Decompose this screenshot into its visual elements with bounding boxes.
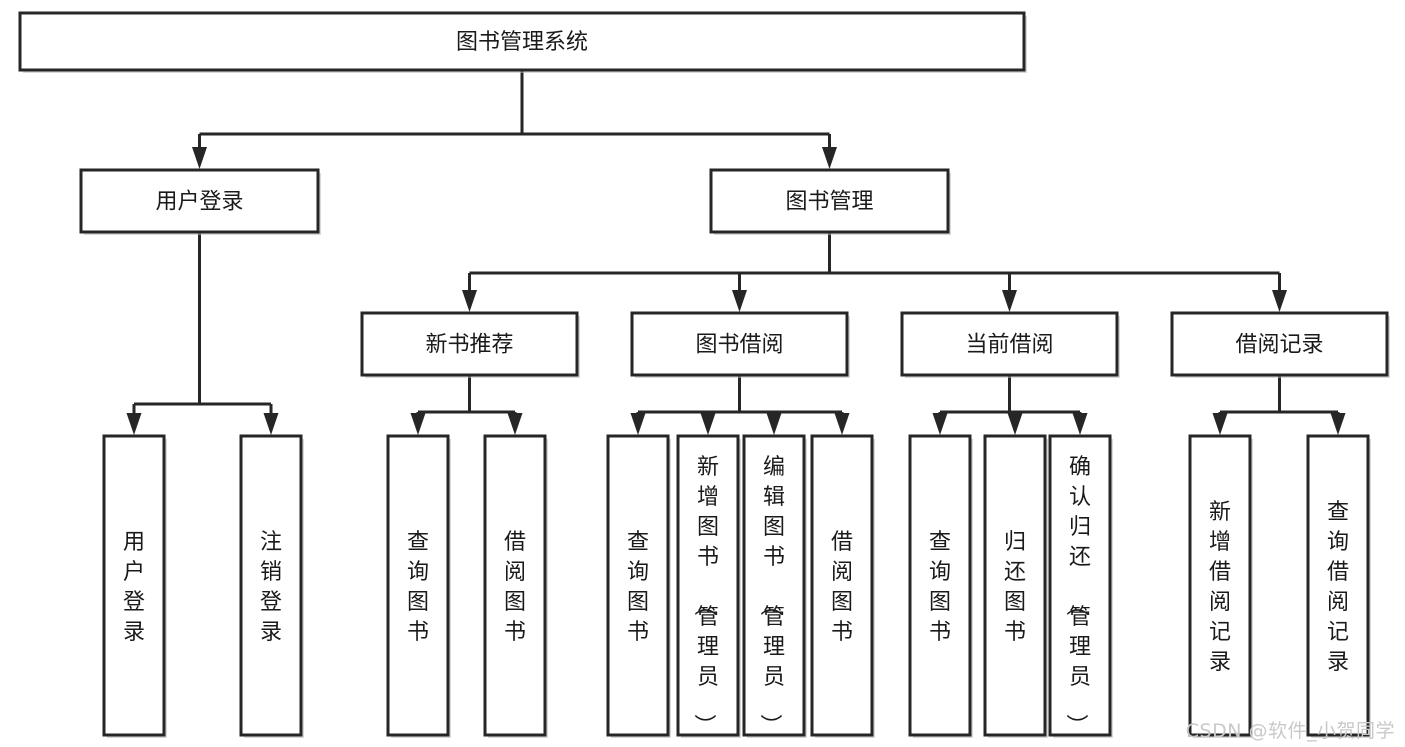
node-rect-leaf[interactable]	[606, 434, 670, 737]
node-rect-leaf[interactable]	[810, 434, 874, 737]
node-label: 查询图书	[407, 530, 429, 645]
node-rect-leaf[interactable]	[239, 434, 303, 737]
node-label: 用户登录	[155, 190, 243, 215]
node-rect-leaf[interactable]	[386, 434, 450, 737]
arrow-head-icon	[822, 147, 837, 169]
node-label: 当前借阅	[965, 333, 1053, 358]
node-rect-submodule[interactable]	[360, 311, 579, 377]
node-leaf-add-record[interactable]: 新增借阅记录	[1188, 434, 1253, 738]
node-rect-leaf[interactable]	[676, 434, 740, 737]
node-leaf-return-book[interactable]: 归还图书	[983, 434, 1048, 738]
arrow-head-icon	[1272, 290, 1287, 312]
node-rect-leaf[interactable]	[102, 434, 166, 737]
node-user-login[interactable]: 用户登录	[79, 168, 321, 235]
node-rect-submodule[interactable]	[1170, 311, 1389, 377]
arrow-head-icon	[126, 413, 142, 435]
node-current-borrow[interactable]: 当前借阅	[900, 311, 1120, 378]
node-rect-leaf[interactable]	[1188, 434, 1252, 737]
node-new-book-recommend[interactable]: 新书推荐	[360, 311, 580, 378]
node-layer: 图书管理系统用户登录图书管理新书推荐图书借阅当前借阅借阅记录用户登录注销登录查询…	[18, 11, 1390, 738]
arrow-head-icon	[932, 413, 948, 435]
arrow-head-icon	[263, 413, 279, 435]
arrow-head-icon	[1330, 413, 1346, 435]
node-leaf-borrow-book-1[interactable]: 借阅图书	[483, 434, 548, 738]
arrow-head-icon	[630, 413, 646, 435]
arrow-head-icon	[766, 413, 782, 435]
arrow-head-icon	[1072, 413, 1088, 435]
watermark-text: CSDN @软件_小贺同学	[1185, 720, 1395, 742]
node-rect-leaf[interactable]	[742, 434, 806, 737]
node-label: 确认归还（管理员）	[1063, 455, 1091, 736]
node-label: 编辑图书（管理员）	[757, 455, 785, 736]
arrow-head-icon	[1007, 413, 1023, 435]
node-leaf-borrow-book-2[interactable]: 借阅图书	[810, 434, 875, 738]
arrow-head-icon	[1002, 290, 1017, 312]
node-rect-submodule[interactable]	[630, 311, 849, 377]
node-root[interactable]: 图书管理系统	[18, 11, 1027, 73]
node-rect-root[interactable]	[18, 11, 1026, 72]
arrow-head-icon	[1212, 413, 1228, 435]
node-rect-submodule[interactable]	[900, 311, 1119, 377]
arrow-head-icon	[410, 413, 426, 435]
arrow-head-icon	[192, 147, 207, 169]
node-label: 归还图书	[1004, 530, 1026, 645]
node-leaf-confirm-return[interactable]: 确认归还（管理员）	[1048, 434, 1113, 738]
arrow-head-icon	[507, 413, 523, 435]
node-leaf-query-book-2[interactable]: 查询图书	[606, 434, 671, 738]
node-label: 新增借阅记录	[1209, 500, 1231, 675]
arrow-head-icon	[834, 413, 850, 435]
node-label: 用户登录	[123, 530, 145, 645]
node-rect-leaf[interactable]	[908, 434, 972, 737]
arrow-head-icon	[732, 290, 747, 312]
node-label: 新书推荐	[425, 333, 513, 358]
node-book-borrow[interactable]: 图书借阅	[630, 311, 850, 378]
node-rect-module[interactable]	[709, 168, 950, 234]
node-label: 查询借阅记录	[1327, 500, 1349, 675]
node-book-manage[interactable]: 图书管理	[709, 168, 951, 235]
node-leaf-add-book[interactable]: 新增图书（管理员）	[676, 434, 741, 738]
connector-layer	[126, 70, 1346, 435]
node-label: 图书管理系统	[456, 30, 588, 55]
node-leaf-query-record[interactable]: 查询借阅记录	[1306, 434, 1371, 738]
node-label: 借阅图书	[504, 530, 526, 645]
node-label: 借阅记录	[1235, 333, 1323, 358]
node-rect-leaf[interactable]	[983, 434, 1047, 737]
node-leaf-edit-book[interactable]: 编辑图书（管理员）	[742, 434, 807, 738]
node-label: 借阅图书	[831, 530, 853, 645]
node-leaf-query-book-3[interactable]: 查询图书	[908, 434, 973, 738]
node-rect-leaf[interactable]	[1306, 434, 1370, 737]
node-label: 查询图书	[929, 530, 951, 645]
node-label: 新增图书（管理员）	[691, 455, 719, 736]
node-rect-leaf[interactable]	[483, 434, 547, 737]
node-label: 图书管理	[785, 190, 873, 215]
node-label: 查询图书	[627, 530, 649, 645]
node-leaf-user-logout[interactable]: 注销登录	[239, 434, 304, 738]
node-rect-leaf[interactable]	[1048, 434, 1112, 737]
node-leaf-user-login[interactable]: 用户登录	[102, 434, 167, 738]
arrow-head-icon	[462, 290, 477, 312]
node-rect-module[interactable]	[79, 168, 320, 234]
node-leaf-query-book-1[interactable]: 查询图书	[386, 434, 451, 738]
node-label: 图书借阅	[695, 333, 783, 358]
node-label: 注销登录	[260, 530, 282, 645]
node-borrow-record[interactable]: 借阅记录	[1170, 311, 1390, 378]
arrow-head-icon	[700, 413, 716, 435]
